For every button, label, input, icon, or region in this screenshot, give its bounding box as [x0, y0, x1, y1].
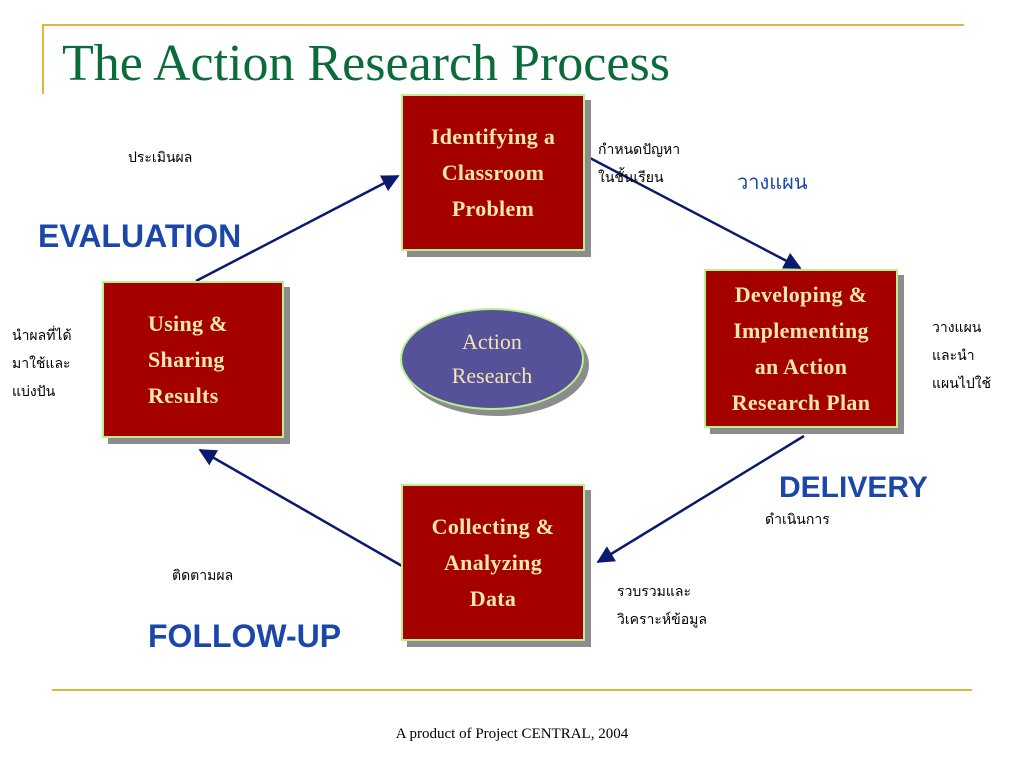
thai-follow-up: ติดตามผล — [172, 568, 234, 584]
left-rule — [42, 24, 44, 94]
thai-operate: ดำเนินการ — [765, 512, 830, 528]
arrow-share-to-identify — [195, 174, 400, 283]
phase-follow-up: FOLLOW-UP — [148, 618, 342, 654]
top-rule — [42, 24, 964, 26]
thai-plan-and-apply: วางแผน และนำ แผนไปใช้ — [932, 320, 992, 392]
thai-define-problem: กำหนดปัญหา ในชั้นเรียน — [598, 142, 681, 186]
center-action-research: Action Research — [400, 308, 584, 410]
thai-plan: วางแผน — [737, 170, 808, 194]
thai-use-and-share: นำผลที่ได้ มาใช้และ แบ่งปัน — [12, 328, 72, 400]
thai-collect-analyze: รวบรวมและ วิเคราะห์ข้อมูล — [617, 584, 707, 628]
arrow-develop-to-collect — [596, 434, 805, 564]
step-develop: Developing & Implementing an Action Rese… — [704, 269, 898, 428]
bottom-rule — [52, 689, 972, 691]
step-share: Using & Sharing Results — [102, 281, 284, 438]
step-identify: Identifying a Classroom Problem — [401, 94, 585, 251]
slide-title: The Action Research Process — [62, 35, 670, 92]
thai-evaluate: ประเมินผล — [128, 150, 193, 166]
arrow-identify-to-develop — [587, 155, 802, 270]
step-collect: Collecting & Analyzing Data — [401, 484, 585, 641]
phase-delivery: DELIVERY — [779, 471, 928, 504]
phase-evaluation: EVALUATION — [38, 218, 242, 254]
slide-footer: A product of Project CENTRAL, 2004 — [395, 726, 629, 742]
arrow-collect-to-share — [198, 448, 403, 568]
